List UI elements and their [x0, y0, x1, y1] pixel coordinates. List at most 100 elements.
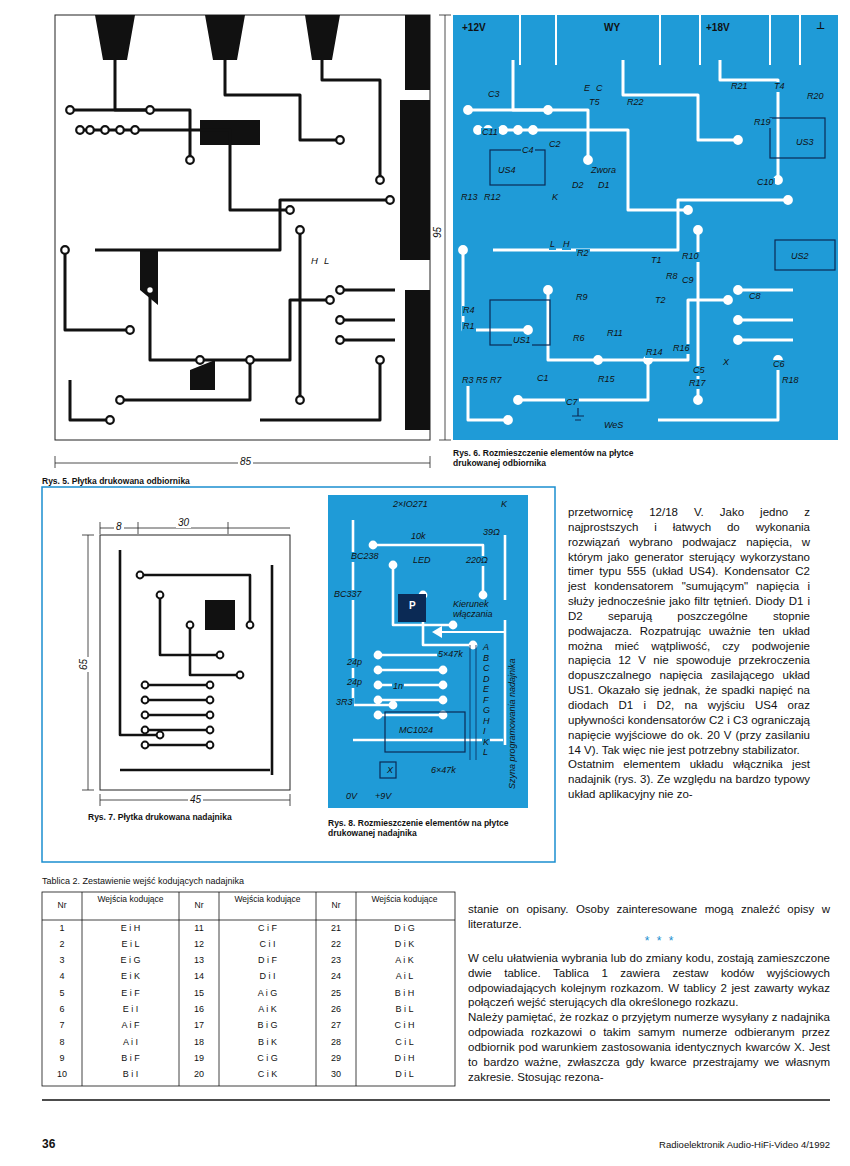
dimension-label: 65	[78, 657, 89, 672]
part-label: R16	[672, 344, 691, 354]
part-label: C2	[548, 140, 562, 150]
table-cell: D i L	[356, 1070, 453, 1080]
figure-caption: Rys. 5. Płytka drukowana odbiornika	[42, 476, 362, 486]
section-frame	[42, 487, 555, 862]
part-label: F	[482, 696, 490, 706]
table-cell: E i K	[82, 972, 179, 982]
part-label: T1	[650, 256, 663, 266]
table-cell: 18	[179, 1038, 219, 1048]
page-number: 36	[42, 1138, 55, 1151]
part-label: R18	[781, 376, 800, 386]
part-label: G	[482, 706, 491, 716]
table-cell: 22	[316, 940, 356, 950]
part-label: C3	[487, 90, 501, 100]
part-label: B	[482, 654, 490, 664]
table-cell: E i H	[82, 924, 179, 934]
table-cell: A i G	[219, 989, 316, 999]
part-label: R8	[665, 272, 679, 282]
part-label: 10k	[410, 532, 427, 542]
transmitter-pcb	[82, 522, 290, 806]
table-header: Nr	[42, 901, 82, 911]
part-label: Szyna programowania nadajnika	[508, 657, 518, 790]
table-cell: 25	[316, 989, 356, 999]
part-label: R21	[730, 82, 749, 92]
part-label: R6	[572, 334, 586, 344]
part-label: 0V	[345, 792, 358, 802]
part-label: C8	[748, 292, 762, 302]
part-label: R13	[460, 193, 479, 203]
table-cell: 28	[316, 1038, 356, 1048]
section-divider: * * *	[620, 935, 700, 948]
body-text: W celu ułatwienia wybrania lub do zmiany…	[468, 951, 830, 1010]
part-label: D	[482, 675, 491, 685]
part-label: R14	[645, 348, 664, 358]
table-cell: A i I	[82, 1038, 179, 1048]
part-label: R19	[753, 118, 772, 128]
part-label: 39Ω	[482, 528, 501, 538]
table-cell: C i I	[219, 940, 316, 950]
part-label: R3	[461, 376, 475, 386]
running-footer: Radioelektronik Audio-HiFi-Video 4/1992	[560, 1140, 830, 1150]
table-cell: A i K	[219, 1005, 316, 1015]
receiver-layout	[453, 15, 838, 440]
footer-rule	[42, 1099, 830, 1101]
part-label: R15	[597, 375, 616, 385]
table-cell: E i L	[82, 940, 179, 950]
part-label: 220Ω	[465, 556, 489, 566]
part-label: C6	[772, 360, 786, 370]
part-label: R9	[575, 293, 589, 303]
part-label: 24p	[346, 678, 363, 688]
table-cell: B i F	[82, 1054, 179, 1064]
part-label: R11	[606, 329, 624, 339]
part-label: T5	[588, 98, 601, 108]
part-label: R22	[626, 98, 645, 108]
table-cell: 29	[316, 1054, 356, 1064]
part-label: K	[482, 738, 490, 748]
table-cell: 7	[42, 1021, 82, 1031]
part-label: 5×47k	[437, 650, 464, 660]
part-label: P	[407, 600, 418, 611]
table-cell: 15	[179, 989, 219, 999]
table-cell: 4	[42, 972, 82, 982]
part-label: C4	[521, 146, 535, 156]
table-cell: 13	[179, 956, 219, 966]
part-label: L	[549, 240, 556, 250]
part-label: C	[482, 664, 491, 674]
part-label: 2×IO271	[392, 500, 429, 510]
table-cell: B i G	[219, 1021, 316, 1031]
table-cell: C i F	[219, 924, 316, 934]
dimension-label: 30	[176, 517, 191, 528]
part-label: R7	[489, 376, 503, 386]
table-cell: 8	[42, 1038, 82, 1048]
table-cell: 24	[316, 972, 356, 982]
table-cell: E i F	[82, 989, 179, 999]
receiver-pcb	[55, 15, 451, 468]
table-cell: A i L	[356, 972, 453, 982]
part-label: WeS	[603, 421, 624, 431]
table-cell: 1	[42, 924, 82, 934]
table-cell: 19	[179, 1054, 219, 1064]
table-cell: 14	[179, 972, 219, 982]
part-label: Zwora	[590, 166, 617, 176]
figure-caption: Rys. 8. Rozmieszczenie elementów na płyt…	[328, 818, 528, 838]
table-cell: 20	[179, 1070, 219, 1080]
part-label: E	[482, 685, 490, 695]
part-label: R10	[681, 252, 700, 262]
dimension-label: 85	[238, 456, 253, 467]
table-title: Tablica 2. Zestawienie wejść kodujących …	[42, 877, 452, 887]
body-text: Ostatnim elementem układu włącznika jest…	[568, 757, 810, 802]
table-cell: D i I	[219, 972, 316, 982]
part-label: R20	[806, 92, 825, 102]
figure-caption: Rys. 7. Płytka drukowana nadajnika	[88, 812, 308, 822]
part-label: 6×47k	[430, 766, 457, 776]
part-label: 3R3	[335, 698, 354, 708]
part-label: L	[323, 256, 330, 266]
table-cell: D i H	[356, 1054, 453, 1064]
part-label: R2	[576, 249, 590, 259]
table-cell: B i H	[356, 989, 453, 999]
part-label: US2	[790, 252, 810, 262]
part-label: H	[562, 240, 571, 250]
table-header: Wejścia kodujące	[82, 895, 179, 905]
part-label: US1	[512, 336, 532, 346]
part-label: +9V	[374, 792, 392, 802]
